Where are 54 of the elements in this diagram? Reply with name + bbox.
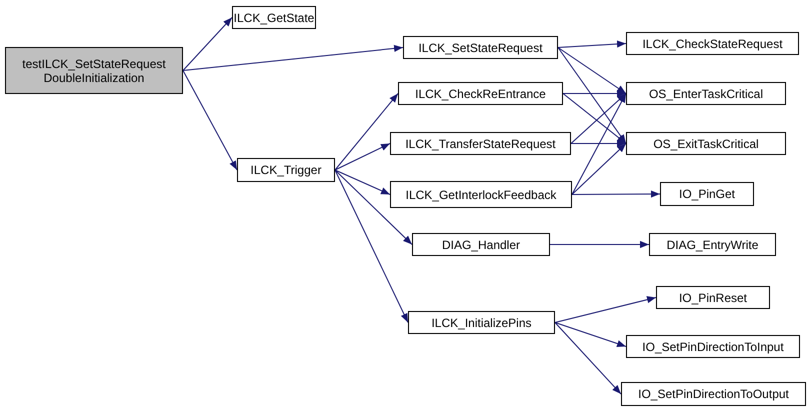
call-arrow — [182, 44, 404, 71]
function-box — [408, 311, 555, 334]
function-name: ILCK_SetStateRequest — [418, 40, 543, 54]
call-arrow — [334, 170, 390, 195]
function-name: IO_SetPinDirectionToOutput — [638, 387, 789, 401]
call-arrow — [550, 240, 650, 248]
call-arrow — [554, 296, 656, 323]
function-box — [5, 47, 183, 94]
function-box — [656, 286, 770, 309]
function-box — [626, 335, 800, 358]
function-name: ILCK_CheckReEntrance — [415, 86, 546, 100]
function-name: IO_SetPinDirectionToInput — [642, 340, 784, 354]
function-name: OS_ExitTaskCritical — [653, 136, 759, 150]
function-name: ILCK_InitializePins — [431, 316, 532, 330]
call-arrow — [570, 140, 626, 148]
function-box — [403, 36, 558, 59]
call-arrow — [558, 47, 626, 94]
function-box — [626, 132, 786, 155]
call-arrow — [554, 322, 626, 348]
function-box — [390, 132, 571, 155]
call-arrow — [334, 143, 390, 170]
function-box — [237, 158, 335, 182]
call-arrow — [334, 170, 412, 245]
function-box — [626, 32, 799, 55]
call-arrow — [182, 17, 232, 71]
function-name: ILCK_CheckStateRequest — [642, 36, 783, 50]
call-arrow — [558, 40, 626, 48]
call-arrow — [562, 90, 626, 98]
function-box — [626, 82, 786, 105]
function-box — [621, 382, 806, 406]
call-arrow — [334, 170, 408, 323]
function-name: ILCK_TransferStateRequest — [405, 136, 556, 150]
function-name: testILCK_SetStateRequest DoubleInitialization — [21, 56, 167, 84]
function-name: OS_EnterTaskCritical — [648, 86, 764, 100]
function-name: ILCK_GetState — [234, 10, 314, 24]
function-name: IO_PinGet — [678, 187, 736, 201]
function-box — [398, 82, 563, 105]
function-name: DIAG_Handler — [442, 238, 520, 252]
function-name: ILCK_Trigger — [250, 163, 322, 177]
function-name: IO_PinReset — [678, 290, 748, 304]
function-name: ILCK_GetInterlockFeedback — [406, 188, 556, 202]
call-arrow — [572, 143, 626, 195]
function-box — [412, 233, 550, 256]
function-box — [390, 181, 572, 208]
call-arrow — [572, 190, 660, 198]
function-box — [649, 233, 776, 256]
call-arrow — [572, 93, 626, 195]
function-box — [660, 182, 754, 206]
call-arrow — [334, 93, 398, 170]
function-box — [232, 6, 316, 29]
call-arrow — [554, 322, 622, 394]
function-name: DIAG_EntryWrite — [666, 238, 758, 252]
call-arrow — [182, 70, 238, 170]
call-arrow — [558, 47, 626, 144]
